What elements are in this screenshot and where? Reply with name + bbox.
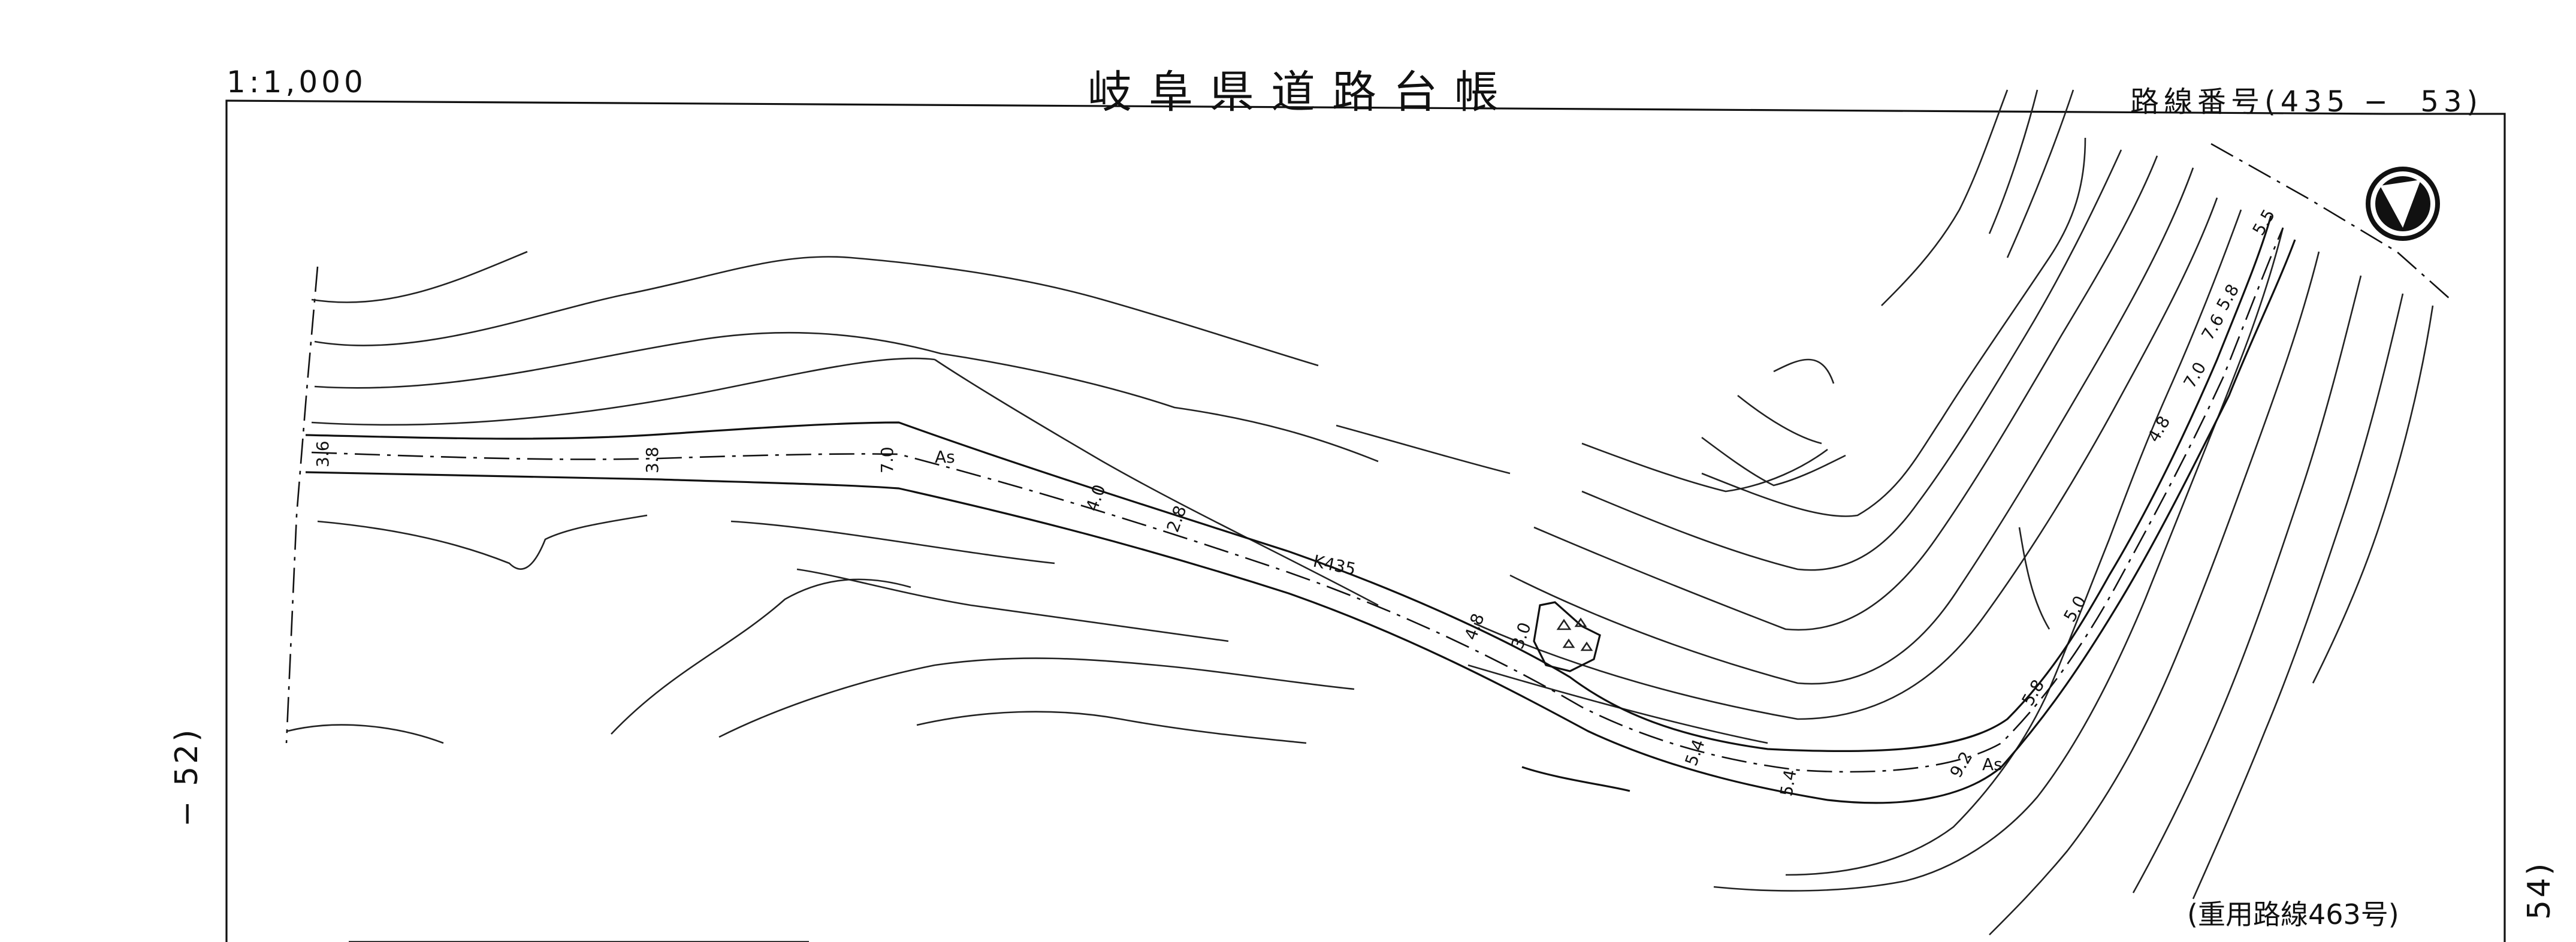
sheet-cut-line-right <box>2210 143 2451 300</box>
road-centerline <box>311 227 2284 773</box>
surface-label-asphalt: As <box>1982 754 2003 774</box>
width-label: 4.8 <box>1461 611 1488 642</box>
map-scale: 1:1,000 <box>227 65 367 99</box>
road-edges <box>305 215 2296 804</box>
width-label: 9.2 <box>1946 748 1976 781</box>
sheet-cut-line-left <box>285 266 319 744</box>
boulder-icon <box>1533 601 1601 672</box>
width-label: 2.8 <box>1163 503 1191 535</box>
width-label: 5.4 <box>1681 736 1709 768</box>
route-code-label: K435 <box>1312 551 1358 579</box>
surface-label-asphalt: As <box>935 447 955 467</box>
overlap-route-note: (重用路線463号) <box>2187 898 2399 931</box>
width-label: 3.6 <box>313 440 333 467</box>
width-label: 7.6 <box>2197 310 2228 343</box>
width-label: 7.0 <box>877 446 897 473</box>
width-label: 3.8 <box>642 446 662 473</box>
north-arrow-icon <box>2366 167 2440 241</box>
width-label: 5.4 <box>1776 768 1800 798</box>
map-title: 岐阜県道路台帳 <box>1088 67 1515 118</box>
width-labels: 3.6 3.8 7.0 4.0 2.8 4.8 3.0 5.4 5.4 9.2 … <box>313 206 2279 798</box>
map-frame <box>225 99 2506 942</box>
contour-lines <box>287 89 2434 935</box>
width-label: 5.5 <box>2248 206 2279 238</box>
